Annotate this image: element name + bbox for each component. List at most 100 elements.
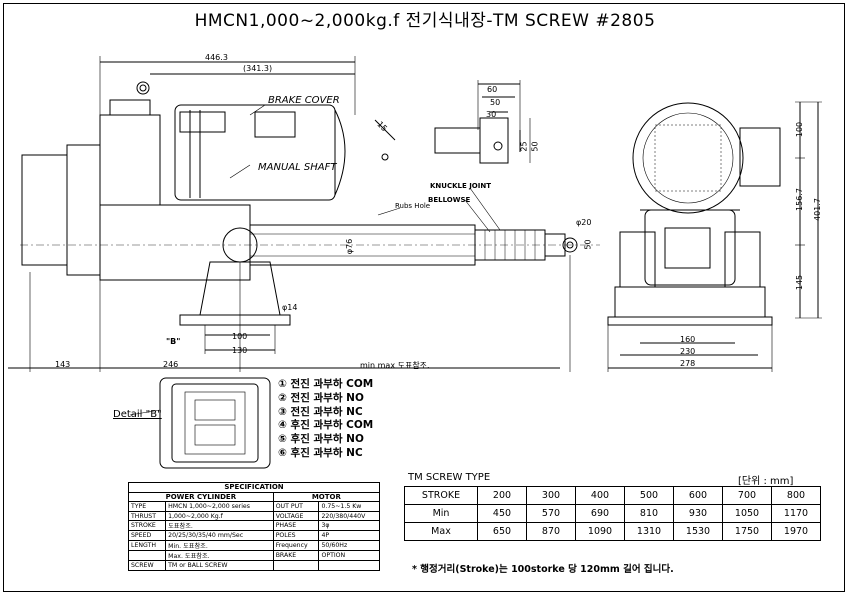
side-view [8, 56, 600, 372]
knuckle-detail [374, 80, 531, 164]
tm-cell: 690 [575, 504, 625, 523]
spec-cell: 220/380/440V [318, 510, 380, 522]
detail-b-drawing [129, 377, 271, 469]
motor-fan-cover [632, 102, 744, 214]
tm-cell: Min [404, 504, 478, 523]
spec-cell: STROKE [127, 520, 167, 532]
spec-cell: Max. 도표참조. [165, 549, 274, 561]
spec-cell: 4P [318, 530, 380, 541]
spec-cell: 0.75~1.5 Kw [318, 501, 380, 512]
base-plate [614, 286, 766, 318]
spec-cell: OPTION [318, 549, 380, 561]
tm-cell: 450 [477, 504, 527, 523]
nameplate [254, 111, 296, 138]
spec-cell: SCREW [127, 559, 167, 571]
spec-cell: BRAKE [272, 549, 320, 561]
dim-145: 145 [795, 274, 805, 291]
tm-cell: STROKE [404, 486, 478, 505]
label-manual-shaft: MANUAL SHAFT [258, 162, 337, 173]
dim-160: 160 [680, 335, 696, 344]
end-block [21, 154, 68, 266]
table-row: Max 650 870 1090 1310 1530 1750 1970 [404, 522, 821, 541]
tm-cell: 930 [673, 504, 723, 523]
spec-motor: MOTOR [272, 491, 381, 503]
dim-50-v: 50 [530, 141, 540, 152]
label-brake-cover: BRAKE COVER [268, 95, 340, 106]
table-row: STROKE 200 300 400 500 600 700 800 [404, 486, 821, 505]
tm-cell: 1310 [624, 522, 674, 541]
dim-130: 130 [232, 346, 248, 355]
dim-30: 30 [486, 110, 497, 119]
dim-inner: (341.3) [243, 64, 273, 73]
motor-body [174, 104, 336, 201]
spec-cell: Frequency [272, 539, 320, 551]
drawing-frame [3, 3, 845, 592]
dim-phi76: φ76 [345, 238, 355, 255]
tm-screw-table: STROKE 200 300 400 500 600 700 800 Min 4… [404, 486, 821, 541]
tm-cell: Max [404, 522, 478, 541]
legend-item: ④ 후진 과부하 COM [278, 419, 374, 432]
tm-cell: 1170 [771, 504, 821, 523]
end-view [607, 101, 822, 372]
tm-cell: 600 [673, 486, 723, 505]
tm-cell: 700 [722, 486, 772, 505]
label-knuckle-joint: KNUCKLE JOINT [430, 182, 492, 190]
spec-cell: HMCN 1,000~2,000 series [165, 501, 274, 512]
spec-cell: 3φ [318, 520, 380, 532]
tm-table-unit: [단위 : mm] [738, 476, 794, 487]
tm-cell: 810 [624, 504, 674, 523]
tm-cell: 570 [526, 504, 576, 523]
stroke-note: * 행정거리(Stroke)는 100storke 당 120mm 길어 집니다… [412, 564, 674, 575]
drawing-title: HMCN1,000~2,000kg.f 전기식내장-TM SCREW #2805 [194, 11, 656, 31]
label-bellowse: BELLOWSE [428, 196, 471, 204]
dim-50: 50 [490, 98, 501, 107]
spec-cell: PHASE [272, 520, 320, 532]
dim-401: 401.7 [812, 198, 822, 221]
tm-cell: 800 [771, 486, 821, 505]
tm-cell: 1970 [771, 522, 821, 541]
spec-cell [127, 549, 167, 561]
tm-cell: 650 [477, 522, 527, 541]
dim-minmax: min max 도표참조. [360, 361, 430, 370]
dim-278: 278 [680, 359, 696, 368]
tm-cell: 400 [575, 486, 625, 505]
spec-cell [318, 559, 380, 571]
dim-246: 246 [163, 360, 179, 369]
detail-b-label: Detail "B" [113, 409, 162, 420]
spec-cell: LENGTH [127, 539, 167, 551]
bellows [474, 229, 546, 261]
tm-cell: 1090 [575, 522, 625, 541]
legend-item: ② 전진 과부하 NO [278, 391, 364, 404]
dim-50-r: 50 [583, 239, 593, 250]
spec-cell: VOLTAGE [272, 510, 320, 522]
tm-cell: 870 [526, 522, 576, 541]
dim-100-v: 100 [795, 121, 805, 138]
gearbox-housing [99, 114, 161, 206]
dim-25: 25 [519, 141, 529, 152]
dim-143: 143 [55, 360, 71, 369]
dim-60: 60 [487, 85, 498, 94]
spec-cell: 1,000~2,000 Kg.f [165, 510, 274, 522]
spec-cell: SPEED [127, 530, 167, 541]
tm-cell: 1530 [673, 522, 723, 541]
spec-cell: 50/60Hz [318, 539, 380, 551]
spec-cell: Min. 도표참조. [165, 539, 274, 551]
spec-title: SPECIFICATION [128, 482, 380, 493]
spec-cell: 20/25/30/35/40 mm/Sec [165, 530, 274, 541]
tm-cell: 500 [624, 486, 674, 505]
table-row: Min 450 570 690 810 930 1050 1170 [404, 504, 821, 523]
dim-phi20: φ20 [576, 218, 592, 227]
legend-item: ③ 전진 과부하 NC [278, 405, 363, 418]
spec-cell: THRUST [127, 510, 167, 522]
dim-overall: 446.3 [205, 53, 228, 62]
spec-cell: OUT PUT [272, 501, 320, 512]
